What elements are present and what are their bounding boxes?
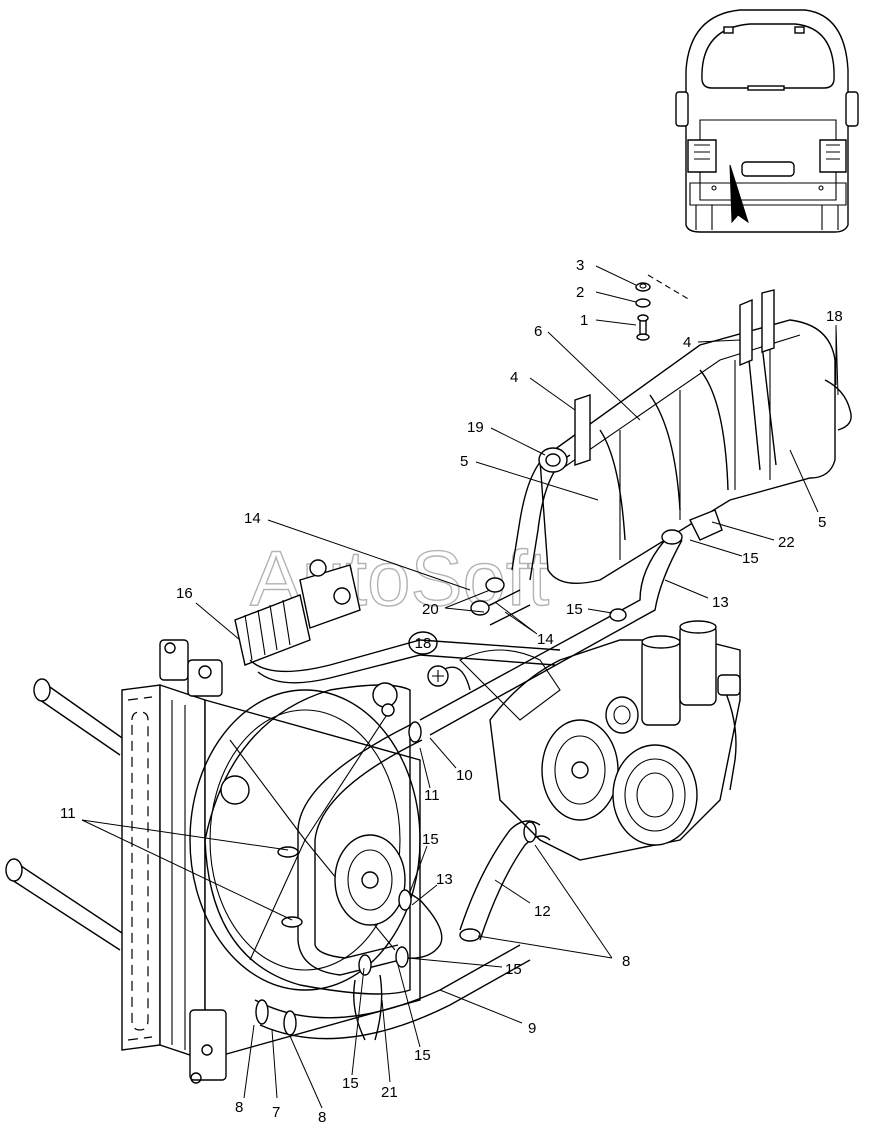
expansion-tank (470, 289, 852, 626)
callout-15-fan: 15 (422, 831, 439, 848)
callout-5-right: 5 (818, 514, 826, 531)
callout-13-top: 13 (712, 594, 729, 611)
chassis-rails (5, 678, 126, 951)
callout-20: 20 (422, 601, 439, 618)
callout-15-tank: 15 (742, 550, 759, 567)
callout-14-top: 14 (244, 510, 261, 527)
callout-19: 19 (467, 419, 484, 436)
callout-14-mid: 14 (537, 631, 554, 648)
charge-air-pipe (234, 559, 361, 666)
callout-5-left: 5 (460, 453, 468, 470)
callout-15-bottom-left: 15 (342, 1075, 359, 1092)
callout-1: 1 (580, 312, 588, 329)
callout-18: 18 (826, 308, 843, 325)
callout-4-left: 4 (510, 369, 518, 386)
bus-rear-view-inset (675, 9, 859, 233)
callout-11-right: 11 (424, 787, 440, 804)
callout-12: 12 (534, 903, 551, 920)
callout-4-right: 4 (683, 334, 691, 351)
callout-13-low: 13 (436, 871, 453, 888)
engine (427, 620, 741, 861)
callout-2: 2 (576, 284, 584, 301)
callout-15-mid: 15 (566, 601, 583, 618)
callout-21: 21 (381, 1084, 398, 1101)
callout-8-bottom: 8 (318, 1109, 326, 1126)
circled-reference: 18 (408, 631, 438, 655)
leader-lines (81, 265, 839, 1109)
fan-assembly (189, 682, 421, 995)
callout-8-right: 8 (622, 953, 630, 970)
callout-9: 9 (528, 1020, 536, 1037)
callout-22: 22 (778, 534, 795, 551)
callout-10: 10 (456, 767, 473, 784)
callout-15-bottom-right: 15 (414, 1047, 431, 1064)
fastener-stack (635, 274, 691, 341)
callout-6: 6 (534, 323, 542, 340)
callout-3: 3 (576, 257, 584, 274)
callout-15-low-right: 15 (505, 961, 522, 978)
callout-8-left: 8 (235, 1099, 243, 1116)
callout-16: 16 (176, 585, 193, 602)
callout-labels: 3 2 1 4 18 6 4 19 5 5 22 14 15 16 13 20 … (60, 257, 843, 1126)
circled-ref-label: 18 (415, 635, 432, 652)
callout-7: 7 (272, 1104, 280, 1121)
coolant-pipes (249, 529, 683, 1041)
callout-11-left: 11 (60, 805, 76, 822)
